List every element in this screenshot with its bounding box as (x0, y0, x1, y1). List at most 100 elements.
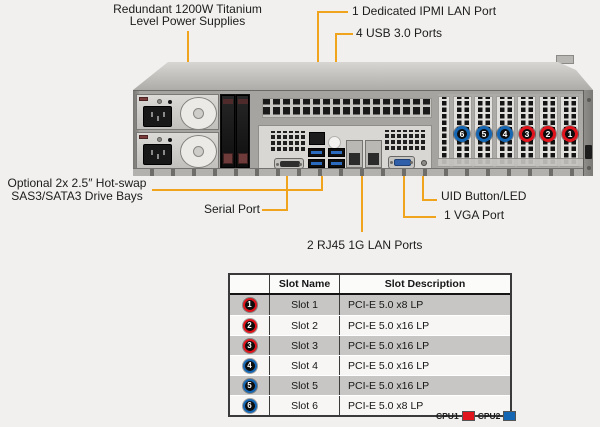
psu-label-line2: Level Power Supplies (129, 13, 246, 28)
slot-4-badge-number: 4 (247, 360, 252, 370)
lan-label: 2 RJ45 1G LAN Ports (307, 238, 423, 252)
rear-vent-grille (262, 98, 432, 118)
chassis-slot-badge-3-number: 3 (524, 128, 530, 139)
chassis-slot-badge-4-number: 4 (502, 128, 508, 139)
slot-table-header-name: Slot Name (270, 275, 340, 293)
psu-label-line1: Redundant 1200W Titanium (113, 2, 262, 16)
psu1-fan-hub (193, 107, 204, 119)
slot-table-row-1: 1 Slot 1 PCI-E 5.0 x8 LP (230, 295, 510, 315)
psu2-led (168, 138, 172, 142)
chassis-left-edge (133, 91, 139, 169)
slot-4-name-cell: Slot 4 (270, 356, 340, 375)
drive-bay-1-release (223, 99, 233, 104)
psu2-ac-inlet-icon (143, 144, 172, 165)
lan-port-1 (346, 140, 363, 168)
slot-table: Slot Name Slot Description 1 Slot 1 PCI-… (228, 273, 512, 417)
slot-1-badge-number: 1 (247, 300, 252, 309)
io-vent-grid-left (271, 131, 307, 153)
drive-bay-2-latch (237, 153, 248, 164)
slot-1-description-cell: PCI-E 5.0 x8 LP (348, 299, 424, 311)
slot-table-header-badge (230, 275, 270, 293)
io-vent-grid-right (385, 130, 425, 152)
psu2-fan-grille-icon (180, 134, 217, 168)
psu1-fan-grille-icon (180, 96, 217, 130)
slot-2-badge: 2 (242, 318, 257, 333)
vga-screw-left (390, 160, 393, 164)
slot-bracket-rail (438, 158, 583, 166)
drive-bays-label-line2: SAS3/SATA3 Drive Bays (11, 189, 143, 203)
power-supply-1 (136, 94, 219, 130)
slot-3-badge-number: 3 (247, 340, 252, 350)
usb-port-3 (328, 148, 345, 157)
chassis-slot-badge-2: 2 (540, 126, 556, 142)
serial-screw-left (276, 162, 279, 166)
chassis-right-wall (583, 90, 593, 176)
slot-3-name-cell: Slot 3 (270, 336, 340, 355)
ipmi-label: 1 Dedicated IPMI LAN Port (352, 4, 497, 18)
slot-5-badge: 5 (242, 378, 257, 393)
slot-2-badge-number: 2 (247, 320, 252, 330)
slot-table-row-5: 5 Slot 5 PCI-E 5.0 x16 LP (230, 375, 510, 395)
psu2-thumbscrew (157, 137, 162, 142)
chassis-slot-badge-3: 3 (519, 126, 535, 142)
chassis-top-face (133, 62, 593, 90)
uid-button (421, 160, 427, 166)
psu1-thumbscrew (157, 99, 162, 104)
vga-db15 (394, 159, 411, 166)
drive-bay-1-latch (223, 153, 233, 164)
drive-bay-2-release (237, 99, 248, 104)
slot-bracket-edge (438, 96, 450, 167)
usb-port-1 (308, 148, 325, 157)
lan-port-2 (365, 140, 382, 168)
chassis-slot-badge-6-number: 6 (459, 128, 465, 139)
slot-1-badge: 1 (242, 298, 257, 312)
drive-bay-2 (235, 95, 249, 168)
psu-label: Redundant 1200W Titanium Level Power Sup… (100, 2, 275, 28)
cpu2-legend-label: CPU2 (477, 411, 501, 421)
slot-5-badge-number: 5 (247, 380, 252, 390)
slot-table-row-6: 6 Slot 6 PCI-E 5.0 x8 LP (230, 395, 510, 415)
psu2-latch (139, 135, 148, 139)
cpu1-legend-label: CPU1 (436, 411, 459, 421)
slot-6-name-cell: Slot 6 (270, 396, 340, 415)
drive-bay-1 (221, 95, 235, 168)
chassis-slot-badge-6: 6 (454, 126, 470, 142)
slot-table-row-2: 2 Slot 2 PCI-E 5.0 x16 LP (230, 315, 510, 335)
chassis-rail-clip (585, 145, 592, 159)
chassis-slot-badge-4: 4 (497, 126, 513, 142)
chassis-slot-badge-5: 5 (476, 126, 492, 142)
chassis-slot-badge-1-number: 1 (567, 128, 573, 139)
slot-3-description-cell: PCI-E 5.0 x16 LP (348, 339, 430, 352)
vga-screw-right (410, 160, 413, 164)
slot-2-description-cell: PCI-E 5.0 x16 LP (348, 319, 430, 332)
slot-6-description-cell: PCI-E 5.0 x8 LP (348, 399, 424, 412)
wall-screw-bottom (587, 166, 591, 170)
psu1-ac-inlet-icon (143, 106, 172, 127)
wall-screw-top (587, 98, 591, 102)
cpu1-color-swatch (461, 411, 475, 421)
slot-4-description-cell: PCI-E 5.0 x16 LP (348, 359, 430, 372)
slot-2-name-cell: Slot 2 (270, 316, 340, 335)
ipmi-lan-port-icon (309, 132, 325, 145)
slot-4-badge: 4 (242, 358, 257, 373)
io-panel (258, 125, 432, 169)
slot-3-badge: 3 (242, 338, 257, 353)
psu2-fan-hub (193, 145, 204, 157)
vga-label: 1 VGA Port (444, 208, 505, 222)
drive-bays-label-line1: Optional 2x 2.5″ Hot-swap (7, 176, 147, 190)
vga-callout-line (403, 169, 436, 218)
chassis-top-tab (556, 55, 574, 64)
chassis-bottom-rail (133, 168, 583, 176)
drive-bays-label: Optional 2x 2.5″ Hot-swap SAS3/SATA3 Dri… (0, 177, 154, 203)
slot-1-name-cell: Slot 1 (270, 295, 340, 315)
uid-label: UID Button/LED (441, 189, 527, 203)
serial-db9 (280, 161, 300, 167)
serial-port-label: Serial Port (203, 202, 260, 216)
usb-port-2 (308, 159, 325, 168)
chassis-slot-badge-1: 1 (562, 126, 578, 142)
slot-table-header-row: Slot Name Slot Description (230, 275, 510, 295)
psu1-latch (139, 97, 148, 101)
chassis-slot-badge-5-number: 5 (481, 128, 487, 139)
slot-table-row-3: 3 Slot 3 PCI-E 5.0 x16 LP (230, 335, 510, 355)
